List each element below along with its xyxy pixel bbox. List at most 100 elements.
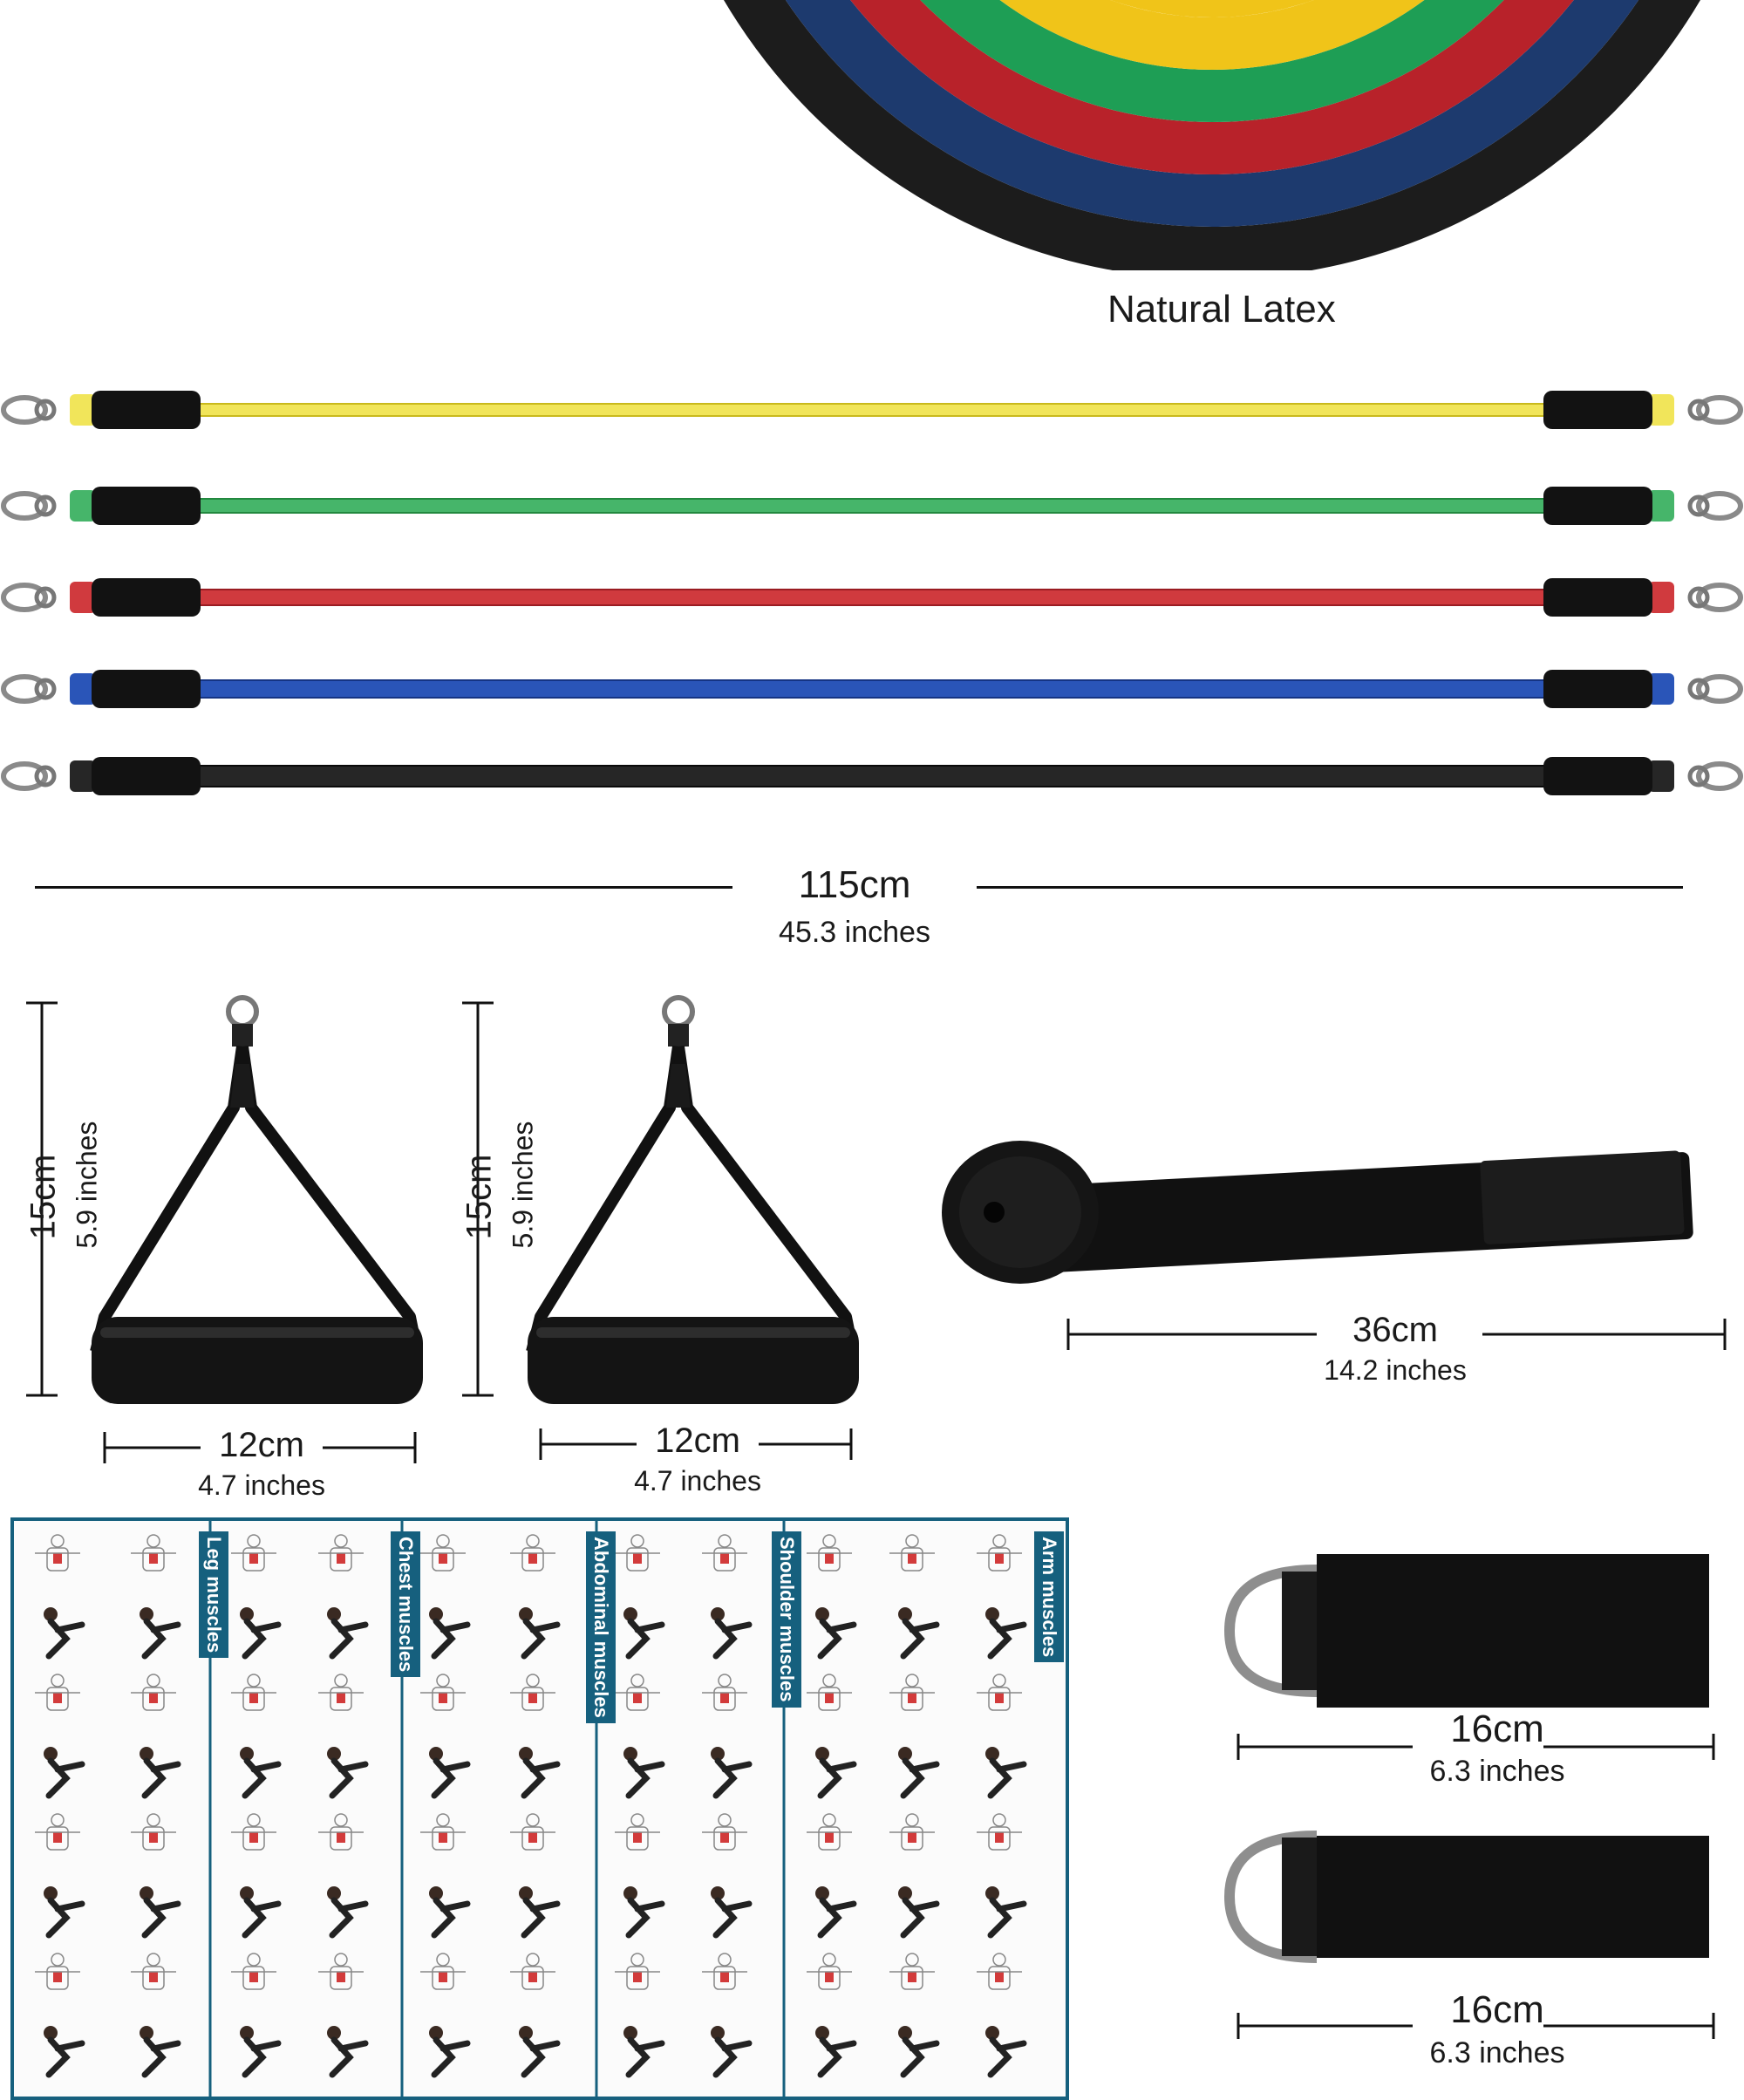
exercise-figure — [519, 1747, 561, 1799]
exercise-figure — [420, 1953, 466, 1990]
exercise-figure — [240, 2026, 282, 2078]
poster-section-chest: Chest muscles — [391, 1531, 420, 1678]
poster-section-leg: Leg muscles — [199, 1531, 228, 1659]
exercise-figure — [985, 1747, 1027, 1799]
exercise-figure — [429, 2026, 471, 2078]
exercise-figure — [231, 1953, 276, 1990]
exercise-figure — [35, 1674, 80, 1711]
exercise-figure — [327, 1747, 369, 1799]
exercise-figure — [702, 1534, 747, 1572]
exercise-figure — [702, 1953, 747, 1990]
band-length-line-right — [977, 886, 1683, 889]
exercise-figure — [898, 2026, 940, 2078]
door-anchor-image — [942, 1141, 1727, 1350]
exercise-figure — [815, 1747, 857, 1799]
band-length-inches: 45.3 inches — [779, 916, 930, 949]
ankle-strap-2-length-cm: 16cm — [1450, 1988, 1544, 2031]
exercise-figure — [140, 1747, 181, 1799]
exercise-figure — [140, 1886, 181, 1939]
exercise-figure — [327, 1607, 369, 1660]
exercise-figure — [318, 1674, 364, 1711]
coil-ring-1 — [786, 0, 1638, 227]
exercise-figure — [519, 2026, 561, 2078]
exercise-figure — [510, 1534, 555, 1572]
band-black — [1, 757, 1743, 795]
handle-2-image — [462, 995, 859, 1460]
latex-coil-image — [724, 0, 1700, 270]
exercise-figure — [711, 1607, 753, 1660]
ankle-straps-image — [1223, 1554, 1715, 2039]
material-label: Natural Latex — [1107, 288, 1336, 331]
exercise-figure — [623, 1886, 665, 1939]
exercise-figure — [898, 1607, 940, 1660]
exercise-figure — [510, 1813, 555, 1851]
exercise-figure — [702, 1674, 747, 1711]
exercise-figure — [815, 2026, 857, 2078]
handle-2-height-inches: 5.9 inches — [507, 1121, 539, 1249]
exercise-figure — [815, 1886, 857, 1939]
poster-section-arm: Arm muscles — [1034, 1531, 1064, 1663]
handle-2-width-cm: 12cm — [655, 1422, 740, 1460]
exercise-figures — [35, 1521, 1027, 2097]
exercise-figure — [131, 1953, 176, 1990]
exercise-figure — [510, 1953, 555, 1990]
exercise-figure — [131, 1813, 176, 1851]
exercise-figure — [985, 1886, 1027, 1939]
exercise-figure — [807, 1953, 852, 1990]
exercise-figure — [140, 1607, 181, 1660]
exercise-figure — [240, 1747, 282, 1799]
exercise-figure — [519, 1886, 561, 1939]
exercise-figure — [35, 1953, 80, 1990]
exercise-figure — [898, 1886, 940, 1939]
poster-section-shoulder: Shoulder muscles — [772, 1531, 801, 1708]
door-anchor-length-cm: 36cm — [1352, 1311, 1438, 1349]
exercise-figure — [889, 1674, 935, 1711]
exercise-figure — [420, 1674, 466, 1711]
ankle-strap-1-length-inches: 6.3 inches — [1429, 1755, 1565, 1788]
handle-2: 15cm 5.9 inches 12cm 4.7 inches — [436, 985, 889, 1509]
handle-1-width-inches: 4.7 inches — [198, 1469, 325, 1501]
exercise-figure — [623, 1747, 665, 1799]
exercise-figure — [240, 1607, 282, 1660]
exercise-figure — [318, 1534, 364, 1572]
band-blue — [1, 670, 1743, 708]
exercise-figure — [44, 2026, 85, 2078]
exercise-figure — [711, 2026, 753, 2078]
exercise-figure — [240, 1886, 282, 1939]
band-yellow — [1, 391, 1743, 429]
exercise-figure — [889, 1953, 935, 1990]
exercise-poster: Leg muscles Chest muscles Abdominal musc… — [10, 1517, 1069, 2100]
exercise-figure — [429, 1886, 471, 1939]
exercise-figure — [711, 1886, 753, 1939]
exercise-figure — [519, 1607, 561, 1660]
exercise-figure — [35, 1534, 80, 1572]
exercise-figure — [131, 1674, 176, 1711]
exercise-figure — [429, 1747, 471, 1799]
exercise-figure — [615, 1534, 660, 1572]
resistance-bands-image — [1, 391, 1743, 795]
exercise-figure — [977, 1534, 1022, 1572]
exercise-figure — [615, 1813, 660, 1851]
exercise-figure — [510, 1674, 555, 1711]
exercise-figure — [420, 1534, 466, 1572]
exercise-figure — [977, 1674, 1022, 1711]
band-green — [1, 487, 1743, 525]
coil-ring-4 — [999, 0, 1425, 70]
exercise-figure — [318, 1813, 364, 1851]
exercise-figure — [35, 1813, 80, 1851]
handle-1-height-inches: 5.9 inches — [71, 1121, 103, 1249]
exercise-figure — [231, 1534, 276, 1572]
exercise-figure — [807, 1813, 852, 1851]
exercise-figure — [985, 2026, 1027, 2078]
exercise-figure — [615, 1953, 660, 1990]
band-red — [1, 578, 1743, 617]
coil-ring-3 — [920, 0, 1504, 122]
band-length-cm: 115cm — [798, 863, 911, 906]
exercise-figure — [420, 1813, 466, 1851]
ankle-strap-2-length-inches: 6.3 inches — [1429, 2036, 1565, 2069]
exercise-figure — [702, 1813, 747, 1851]
exercise-figure — [889, 1534, 935, 1572]
exercise-figure — [327, 1886, 369, 1939]
handle-1-width-cm: 12cm — [219, 1426, 304, 1464]
exercise-figure — [985, 1607, 1027, 1660]
